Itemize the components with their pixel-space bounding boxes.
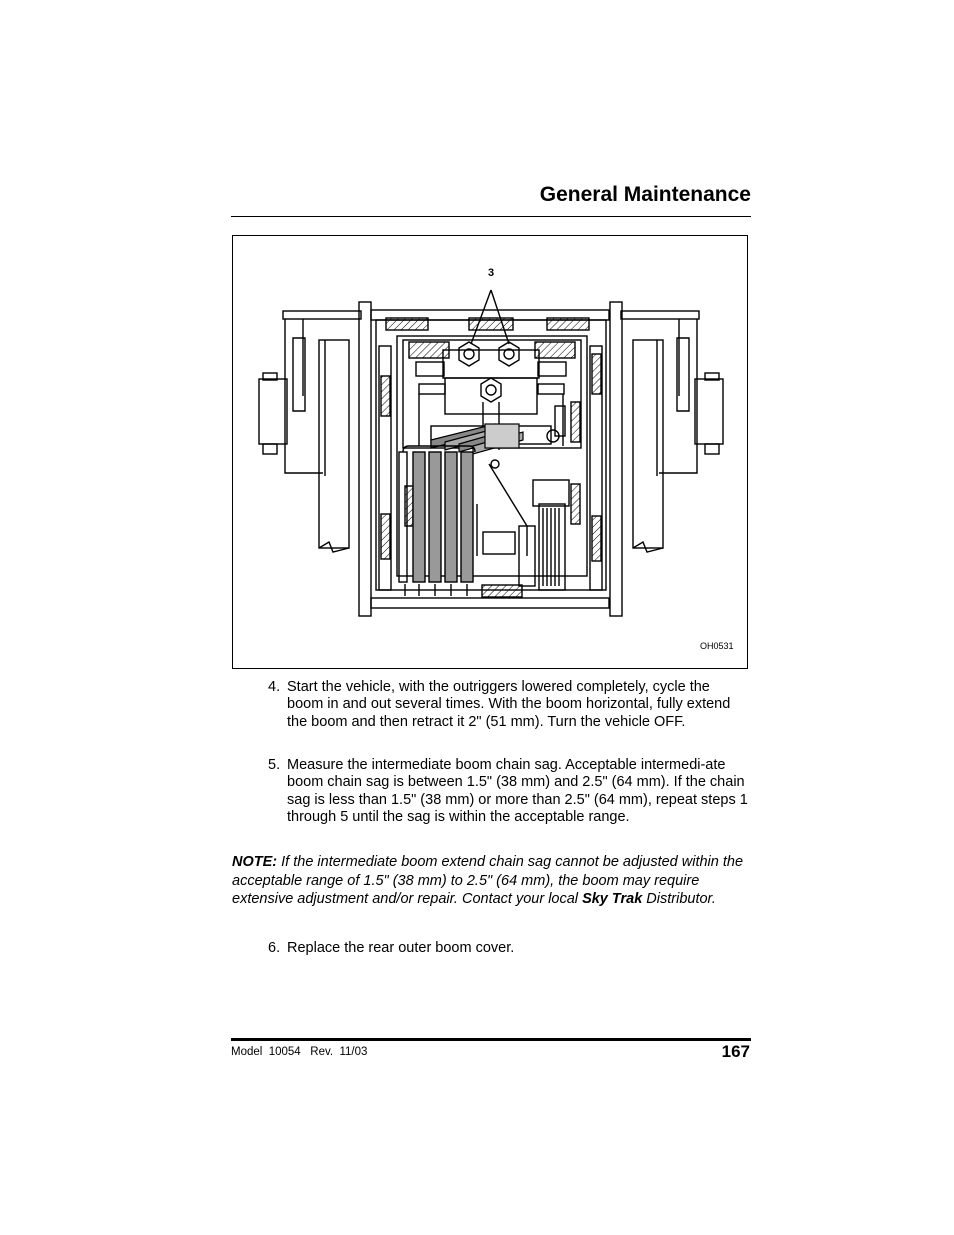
step-text: Replace the rear outer boom cover. [287,940,515,956]
footer-rule [231,1038,751,1041]
page-title: General Maintenance [539,183,751,206]
note-brand: Sky Trak [582,891,643,907]
boom-chains [398,445,476,596]
step-number: 4. [268,679,281,695]
footer-model: Model 10054 Rev. 11/03 [231,1046,368,1058]
pulley-assembly [476,405,570,591]
step-6: 6. Replace the rear outer boom cover. [268,940,750,957]
boom-cross-section-illustration [258,289,724,617]
note-paragraph: NOTE: If the intermediate boom extend ch… [232,853,750,909]
outer-boom-frame [358,301,623,617]
step-number: 6. [268,940,281,956]
step-number: 5. [268,757,281,773]
hydraulic-hoses [430,423,524,455]
figure-id: OH0531 [700,641,734,651]
right-outrigger-bracket [620,310,724,553]
page-number: 167 [721,1042,750,1061]
step-text: Measure the intermediate boom chain sag.… [287,757,748,826]
note-text-b: Distributor. [642,891,716,907]
figure-box: 3 OH0531 [232,235,748,669]
title-rule [231,216,751,217]
left-outrigger-bracket [258,310,362,553]
step-5: 5. Measure the intermediate boom chain s… [268,757,750,827]
step-4: 4. Start the vehicle, with the outrigger… [268,679,750,731]
callout-label-3: 3 [488,267,495,279]
note-lead: NOTE: [232,854,278,870]
callout-leaders [470,289,510,345]
note-text-a: If the intermediate boom extend chain sa… [232,854,744,907]
step-text: Start the vehicle, with the outriggers l… [287,679,731,730]
